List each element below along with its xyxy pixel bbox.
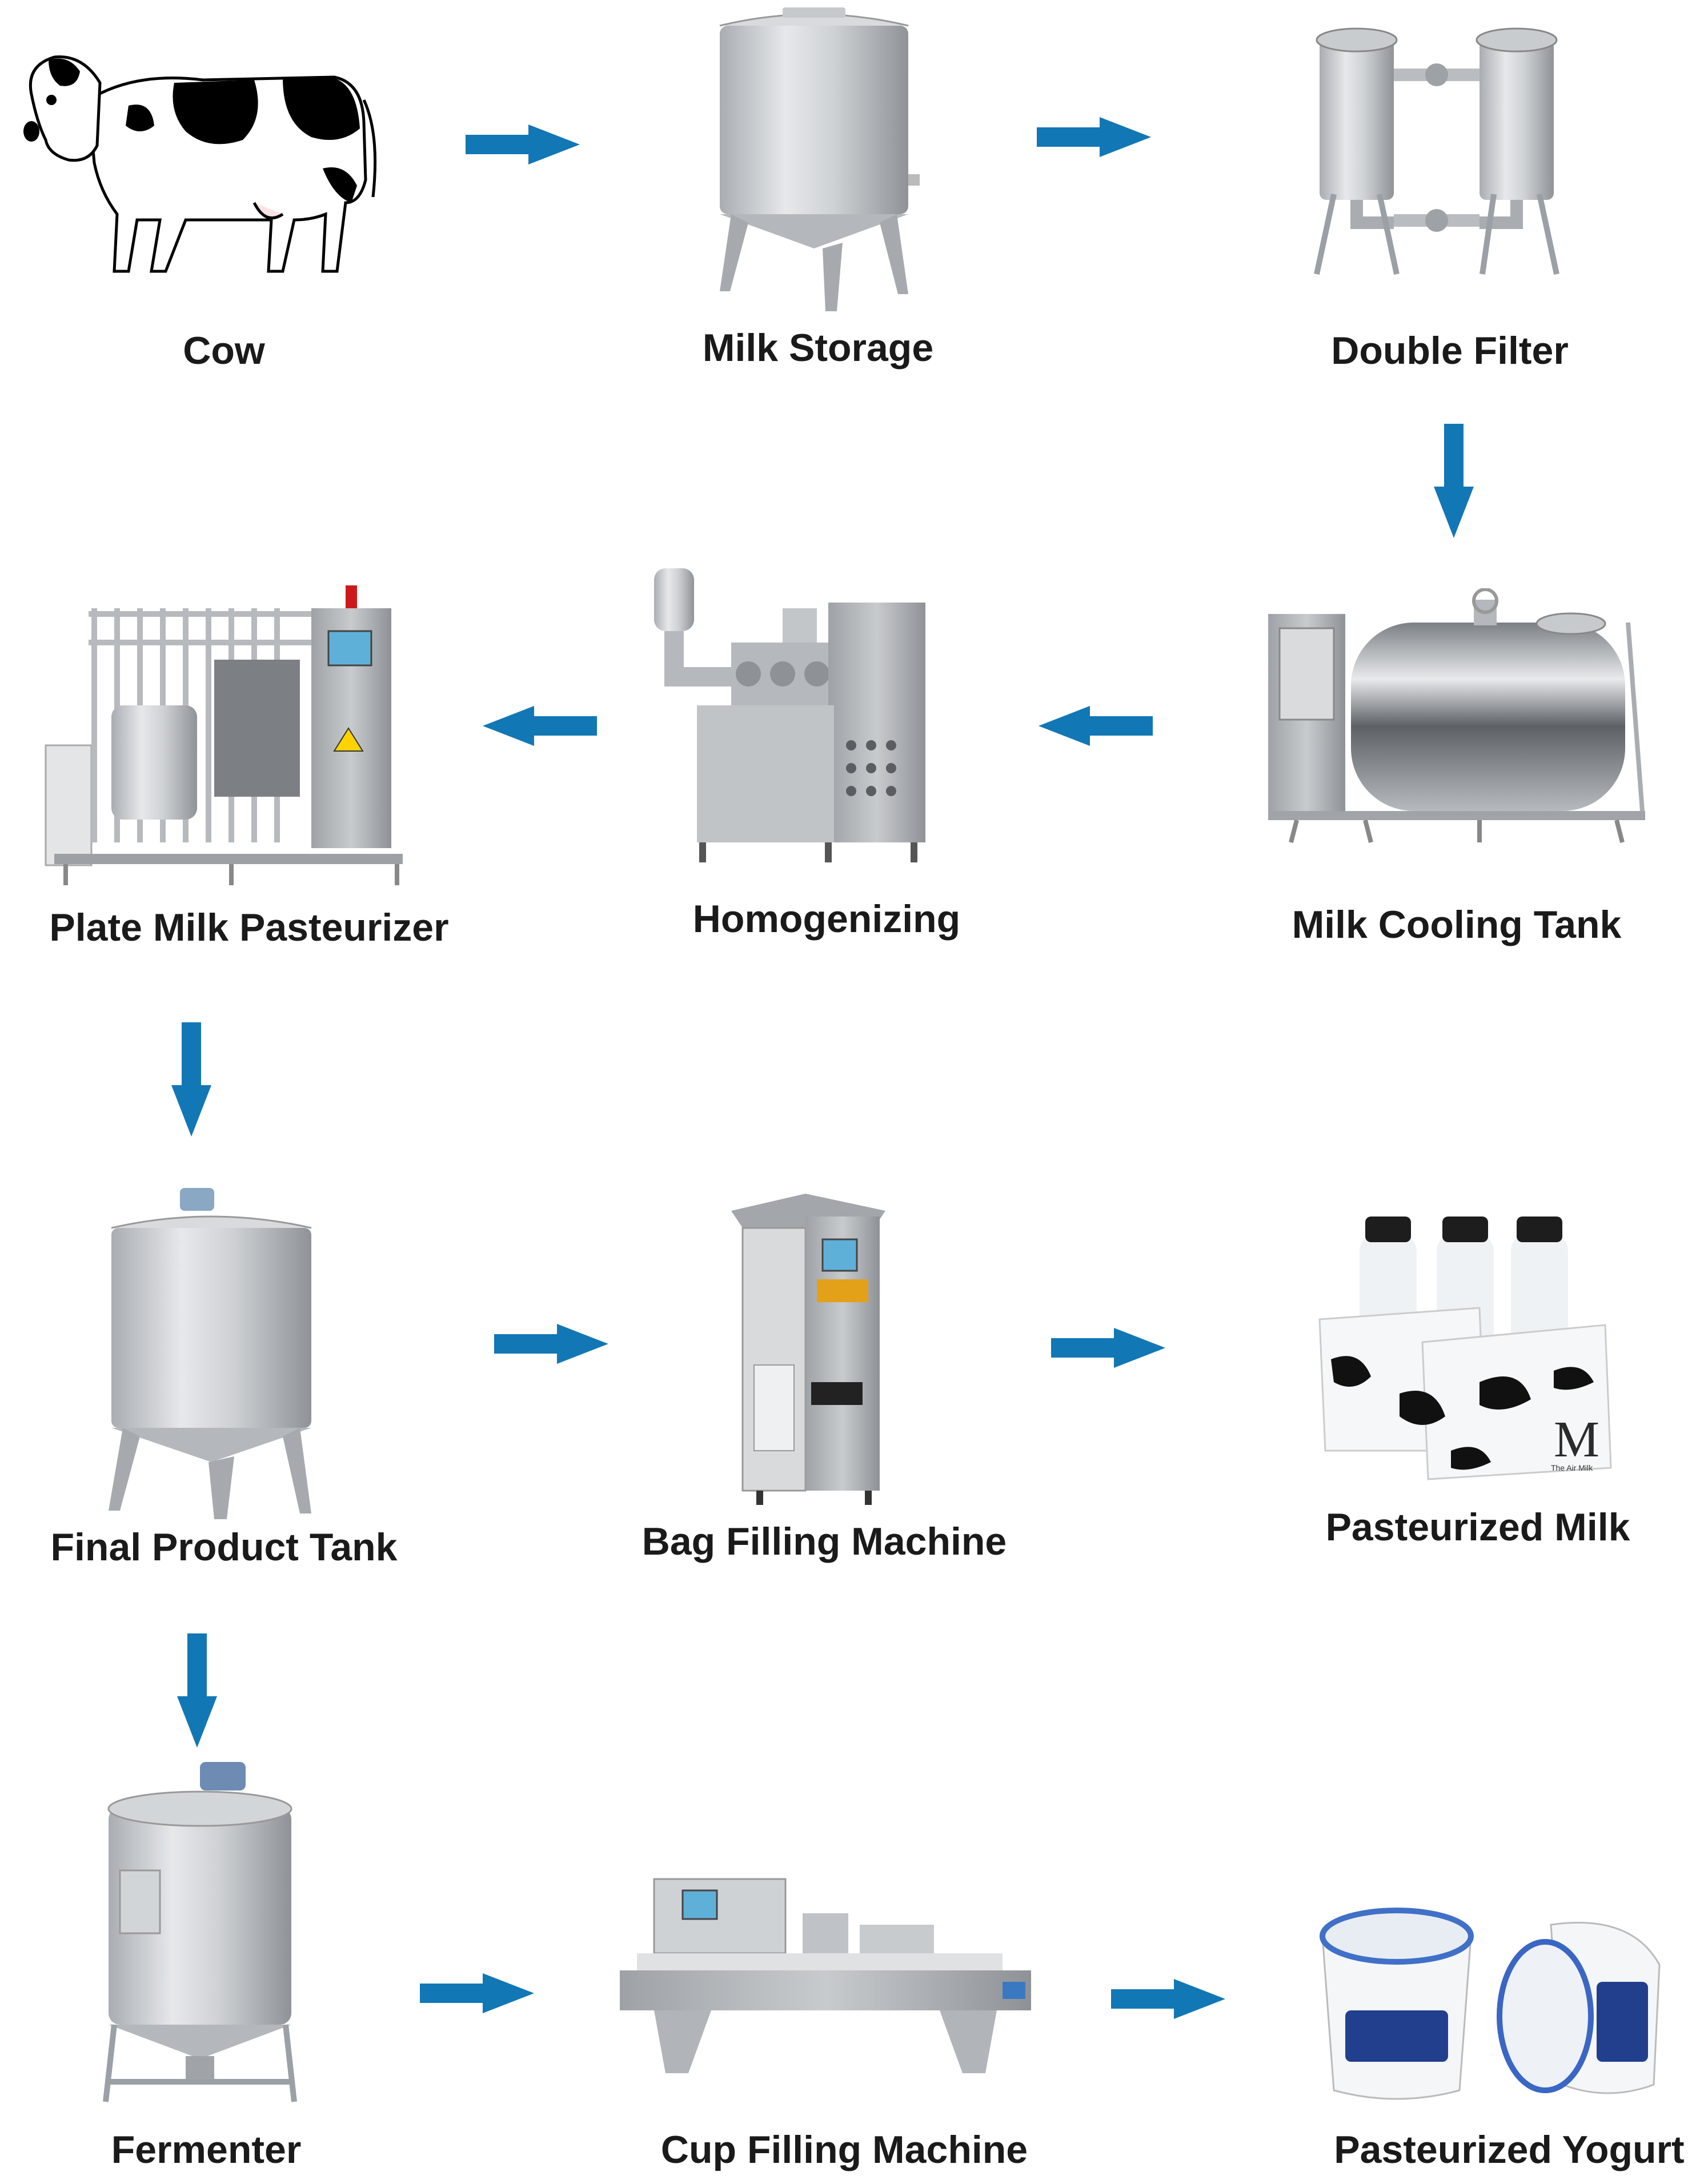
pasteurizer-icon [45,585,403,885]
step-label: Cup Filling Machine [660,2128,1028,2171]
arrow-down-icon [171,1022,211,1137]
filter-icon [1314,27,1559,275]
arrow-left-icon [1039,706,1153,746]
arrow-right-icon [1111,1979,1225,2019]
arrow-right-icon [1051,1328,1165,1368]
brand-subtext: The Air Milk [1551,1463,1593,1472]
step-label: Pasteurized Yogurt [1334,2128,1685,2171]
step-label: Milk Cooling Tank [1292,903,1622,946]
cow-illustration [23,55,377,273]
milk-bags-icon: M The Air Milk [1318,1217,1612,1480]
step-label: Cow [183,329,265,372]
tank-icon [109,1188,312,1519]
arrow-down-icon [1434,424,1474,538]
step-label: Bag Filling Machine [641,1520,1007,1563]
yogurt-cups-icon [1320,1908,1661,2100]
step-label: Fermenter [111,2128,302,2171]
step-label: Homogenizing [692,897,961,941]
brand-mark: M [1554,1411,1599,1468]
fermenter-icon [103,1762,297,2102]
tank-icon [719,7,920,311]
arrow-left-icon [483,706,597,746]
step-label: Milk Storage [702,326,934,370]
step-label: Pasteurized Milk [1325,1505,1630,1549]
cooling-tank-icon [1268,588,1645,843]
arrow-down-icon [177,1633,217,1748]
step-label: Final Product Tank [50,1525,398,1569]
homogenizer-icon [654,568,925,862]
arrow-right-icon [494,1324,608,1364]
step-label: Double Filter [1331,329,1569,372]
arrow-right-icon [420,1973,534,2013]
arrow-right-icon [466,125,580,164]
cup-filler-icon [620,1878,1031,2073]
bag-filler-icon [731,1194,885,1505]
step-label: Plate Milk Pasteurizer [49,906,449,949]
arrow-right-icon [1037,117,1151,157]
